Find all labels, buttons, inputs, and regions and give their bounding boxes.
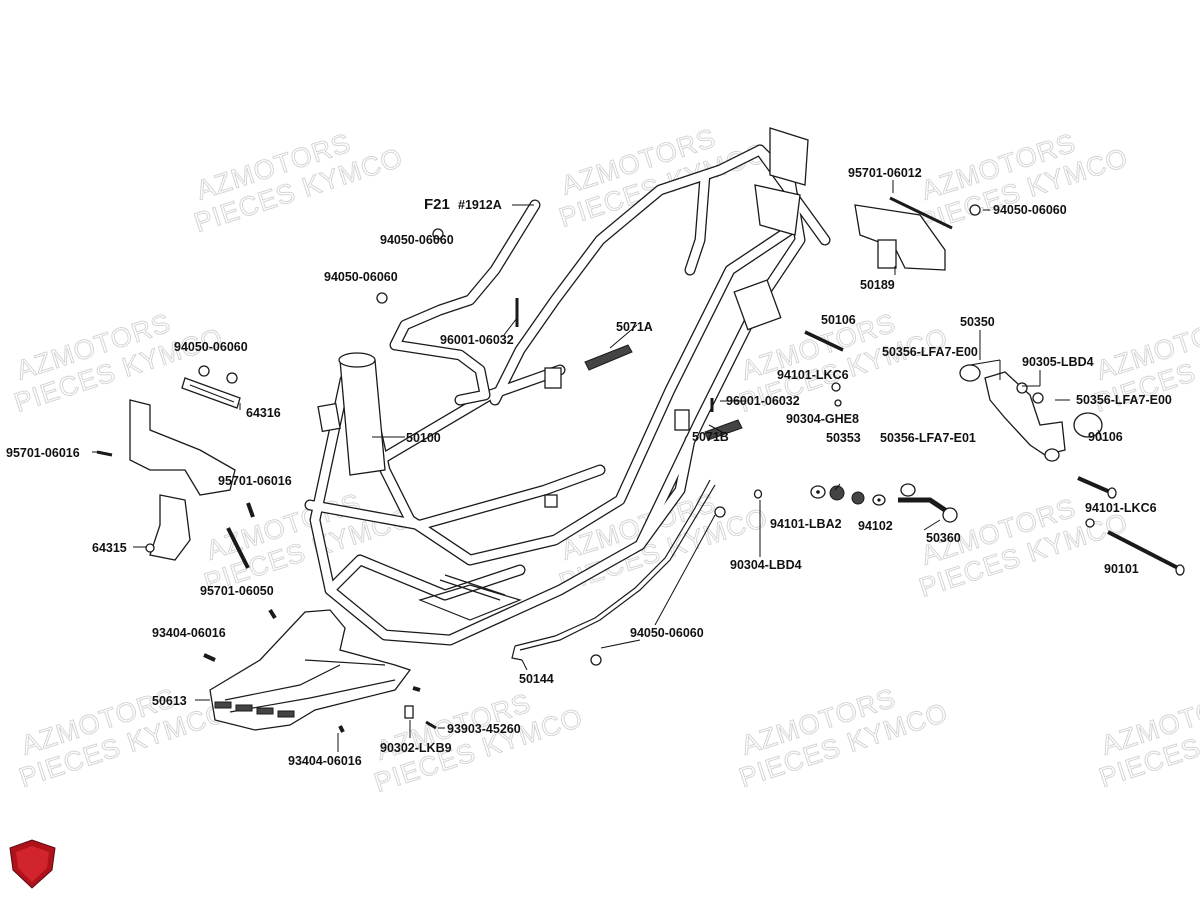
engine-hanger-50350[interactable]	[959, 364, 1103, 462]
label-95701-a: 95701-06016	[6, 446, 80, 460]
label-50100: 50100	[406, 431, 441, 445]
label-90304-lbd4: 90304-LBD4	[730, 558, 802, 572]
label-50189: 50189	[860, 278, 895, 292]
bolt-50106[interactable]	[804, 330, 844, 352]
label-95701-b: 95701-06016	[218, 474, 292, 488]
watermark-4: AZMOTORS PIECES KYMCO	[10, 307, 227, 418]
label-5071b: 5071B	[692, 430, 729, 444]
label-5071a: 5071A	[616, 320, 653, 334]
clip-90302-lkb9[interactable]	[404, 705, 414, 719]
label-96001-b: 96001-06032	[726, 394, 800, 408]
washer-94102[interactable]	[872, 494, 886, 506]
label-90106: 90106	[1088, 430, 1123, 444]
bracket-64315[interactable]	[129, 399, 236, 561]
label-94050-d: 94050-06060	[630, 626, 704, 640]
bolt-90101[interactable]	[1107, 530, 1185, 576]
nut-94050-f[interactable]	[590, 654, 602, 666]
watermark-12: AZMOTORS PIECES KYMCO	[735, 682, 952, 793]
fasteners	[96, 196, 1095, 733]
hose-50360[interactable]	[898, 483, 958, 523]
bolt-90106-right[interactable]	[1077, 476, 1117, 499]
part-labels: F21 #1912A 94050-06060 94050-06060 96001…	[6, 166, 1172, 768]
label-50356-e00-b: 50356-LFA7-E00	[1076, 393, 1172, 407]
nut-94050-a[interactable]	[432, 228, 444, 240]
nut-94101-lkc6-b[interactable]	[1085, 518, 1095, 528]
pad-5071a[interactable]	[584, 344, 633, 371]
nut-90305-a[interactable]	[1016, 382, 1028, 394]
watermark-1: AZMOTORS PIECES KYMCO	[190, 127, 407, 238]
label-93404-a: 93404-06016	[152, 626, 226, 640]
azmotors-logo	[9, 839, 56, 889]
label-50350: 50350	[960, 315, 995, 329]
rubber-50353[interactable]	[829, 485, 865, 505]
bolt-95701-c[interactable]	[226, 527, 250, 569]
label-94050-e: 94050-06060	[993, 203, 1067, 217]
bolt-93404-bottom[interactable]	[338, 725, 345, 733]
label-90101: 90101	[1104, 562, 1139, 576]
label-90305: 90305-LBD4	[1022, 355, 1094, 369]
nut-94050-g[interactable]	[714, 506, 726, 518]
bolt-93404-left[interactable]	[203, 653, 216, 662]
label-94101-lkc6-b: 94101-LKC6	[1085, 501, 1157, 515]
bolt-95701-d[interactable]	[889, 196, 953, 230]
label-94101-lkc6-a: 94101-LKC6	[777, 368, 849, 382]
pad-5071b[interactable]	[704, 419, 743, 441]
screw-93903[interactable]	[425, 720, 437, 730]
main-frame-50100[interactable]	[304, 127, 831, 646]
label-64316: 64316	[246, 406, 281, 420]
label-90304-ghe8: 90304-GHE8	[786, 412, 859, 426]
label-50144: 50144	[519, 672, 554, 686]
watermark-13: AZMOTORS PIECES KYMCO	[1095, 682, 1200, 793]
label-90302: 90302-LKB9	[380, 741, 452, 755]
nut-94101-lkc6-a[interactable]	[831, 382, 841, 392]
washer-94101-lba2[interactable]	[810, 485, 826, 499]
label-94050-b: 94050-06060	[324, 270, 398, 284]
label-50353: 50353	[826, 431, 861, 445]
bolt-95701-b[interactable]	[246, 502, 255, 518]
label-f21-ref: #1912A	[458, 198, 502, 212]
nut-90305-b[interactable]	[1032, 392, 1044, 404]
label-50106: 50106	[821, 313, 856, 327]
watermark-2: AZMOTORS PIECES KYMCO	[555, 122, 772, 233]
watermark-7: AZMOTORS PIECES KYMCO	[200, 487, 417, 598]
side-pipe-50144[interactable]	[511, 479, 716, 661]
label-f21: F21	[424, 196, 450, 213]
label-93903: 93903-45260	[447, 722, 521, 736]
label-96001-a: 96001-06032	[440, 333, 514, 347]
nut-94050-e[interactable]	[969, 204, 981, 216]
label-94050-a: 94050-06060	[380, 233, 454, 247]
label-95701-d: 95701-06012	[848, 166, 922, 180]
under-cover-50613[interactable]	[209, 609, 412, 731]
bolt-93404-top[interactable]	[268, 608, 277, 620]
nut-94050-d[interactable]	[226, 372, 238, 384]
front-pipe-f21[interactable]	[389, 199, 541, 406]
label-95701-c: 95701-06050	[200, 584, 274, 598]
bracket-64316[interactable]	[181, 377, 241, 409]
label-50356-e00-a: 50356-LFA7-E00	[882, 345, 978, 359]
label-50356-e01: 50356-LFA7-E01	[880, 431, 976, 445]
watermark-10: AZMOTORS PIECES KYMCO	[15, 682, 232, 793]
label-94101-lba2: 94101-LBA2	[770, 517, 842, 531]
label-94102: 94102	[858, 519, 893, 533]
label-94050-c: 94050-06060	[174, 340, 248, 354]
washer-90304-lbd4[interactable]	[753, 489, 763, 499]
label-50360: 50360	[926, 531, 961, 545]
nut-94050-b[interactable]	[376, 292, 388, 304]
nut-94050-c[interactable]	[198, 365, 210, 377]
label-64315: 64315	[92, 541, 127, 555]
bracket-50189[interactable]	[854, 204, 946, 271]
leader-lines	[92, 180, 1103, 752]
washer-90304-ghe8[interactable]	[834, 399, 842, 407]
watermark-3: AZMOTORS PIECES KYMCO	[915, 127, 1132, 238]
bolt-95701-a[interactable]	[96, 450, 113, 457]
label-50613: 50613	[152, 694, 187, 708]
label-93404-b: 93404-06016	[288, 754, 362, 768]
bolt-93404-right[interactable]	[412, 686, 421, 692]
